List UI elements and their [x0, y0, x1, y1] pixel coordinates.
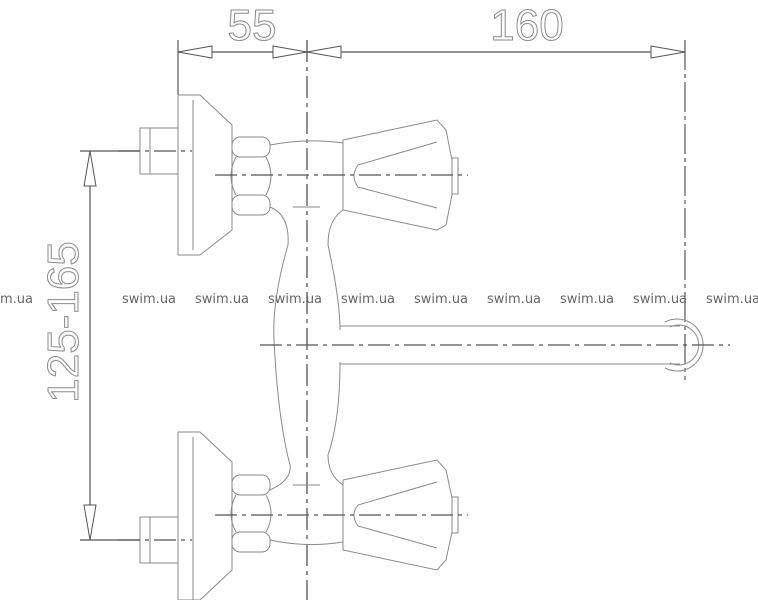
svg-text:swim.ua: swim.ua — [706, 292, 758, 307]
svg-text:swim.ua: swim.ua — [341, 292, 395, 307]
bottom-valve — [118, 431, 468, 600]
top-handle — [342, 119, 453, 231]
bottom-wall-flange — [177, 431, 233, 600]
svg-text:swim.ua: swim.ua — [122, 292, 176, 307]
left-dimension-lines — [80, 150, 140, 541]
top-wall-flange — [177, 94, 233, 256]
bottom-nut — [230, 494, 272, 533]
dim-55-label: 55 — [228, 1, 277, 50]
dim-125-165-label: 125-165 — [39, 241, 88, 402]
svg-text:swim.ua: swim.ua — [560, 292, 614, 307]
svg-text:m.ua: m.ua — [0, 292, 33, 307]
body-right-outline — [327, 209, 344, 486]
body-left-outline — [269, 206, 291, 491]
svg-text:swim.ua: swim.ua — [195, 292, 249, 307]
svg-text:swim.ua: swim.ua — [414, 292, 468, 307]
top-dimension-lines — [177, 40, 686, 380]
top-valve — [118, 94, 468, 256]
spout — [260, 318, 730, 372]
svg-text:swim.ua: swim.ua — [487, 292, 541, 307]
dim-160-label: 160 — [490, 1, 563, 50]
top-nut — [230, 156, 272, 196]
watermark-row: m.ua swim.ua swim.ua swim.ua swim.ua swi… — [0, 292, 758, 307]
svg-text:swim.ua: swim.ua — [633, 292, 687, 307]
svg-text:swim.ua: swim.ua — [268, 292, 322, 307]
